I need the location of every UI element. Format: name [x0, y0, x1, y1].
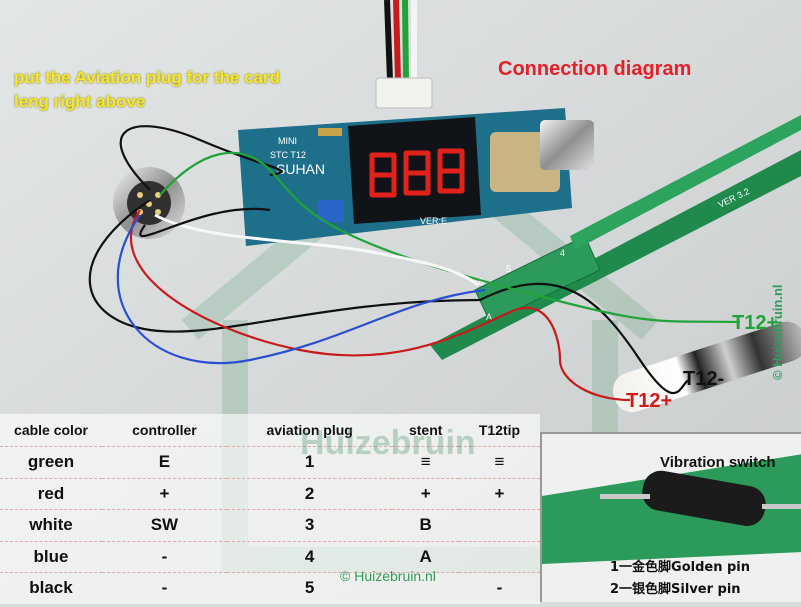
board-label-mini: MINI [278, 136, 297, 146]
center-watermark: Huizebruin [300, 424, 476, 462]
board-label-ver: VER:E [420, 216, 447, 226]
cell-stent: ≡ [392, 446, 459, 478]
table-row: blue - 4 A [0, 540, 540, 573]
cell-tip [458, 509, 540, 541]
controller-board [238, 108, 594, 246]
cell-plug: 1 [226, 446, 393, 478]
cell-plug: 4 [226, 540, 393, 573]
table-row: red + 2 + + [0, 477, 540, 510]
ribbon-wires [384, 0, 417, 81]
cell-tip: - [458, 572, 540, 604]
cell-tip [458, 540, 540, 573]
board-label-brand: SUHAN [276, 161, 325, 177]
t12-tip [612, 321, 801, 413]
cell-color: blue [0, 540, 102, 573]
t12-minus-label: T12- [683, 368, 725, 390]
t12-plus-left-label: T12+ [626, 390, 673, 412]
cell-stent [392, 572, 459, 604]
vibration-switch-title: Vibration switch [660, 454, 776, 471]
stent-label-a: A [486, 312, 492, 322]
side-watermark: © Huizebruin.nl [770, 284, 785, 380]
vibration-switch-inset [540, 432, 801, 602]
header-stent: stent [408, 422, 443, 438]
stent-label-b: B [478, 277, 484, 287]
bottom-watermark: © Huizebruin.nl [340, 568, 436, 584]
top-connector [375, 77, 433, 109]
aviation-plug [113, 167, 185, 239]
golden-pin-label: 1一金色脚Golden pin [610, 560, 751, 575]
header-controller: controller [132, 422, 197, 438]
header-aviation-plug: aviation plug [266, 422, 353, 438]
wires [88, 125, 741, 402]
cell-plug: 3 [226, 509, 393, 541]
cell-tip: + [458, 477, 540, 510]
table-header-row: cable color controller aviation plug ste… [0, 414, 540, 447]
cell-stent: B [392, 509, 459, 541]
cell-plug: 5 [226, 572, 393, 604]
aviation-plug-note: put the Aviation plug for the card leng … [14, 68, 281, 111]
stent-label-pin5: 5 [506, 264, 511, 274]
cell-controller: SW [102, 509, 227, 541]
vibration-switch-photo [542, 454, 801, 564]
cell-controller: E [102, 446, 227, 478]
diagram-title: Connection diagram [498, 58, 692, 80]
board-label-stc: STC T12 [270, 150, 306, 160]
cell-color: black [0, 572, 102, 604]
cell-color: red [0, 477, 102, 510]
silver-pin-label: 2一银色脚Silver pin [610, 582, 741, 597]
cell-controller: - [102, 540, 227, 573]
header-t12tip: T12tip [478, 422, 521, 438]
table-row: white SW 3 B [0, 509, 540, 541]
stent-label-pin4: 4 [560, 248, 565, 258]
table-row: black - 5 - [0, 572, 540, 604]
cell-controller: + [102, 477, 227, 510]
t12-plus-right-label: T12+ [732, 312, 779, 334]
cell-color: green [0, 446, 102, 478]
cell-controller: - [102, 572, 227, 604]
cell-stent: A [392, 540, 459, 573]
cell-tip: ≡ [458, 446, 540, 478]
table-row: green E 1 ≡ ≡ [0, 446, 540, 478]
connection-table: cable color controller aviation plug ste… [0, 414, 540, 604]
header-cable-color: cable color [14, 422, 88, 438]
cell-stent: + [392, 477, 459, 510]
cell-color: white [0, 509, 102, 541]
cell-plug: 2 [226, 477, 393, 510]
